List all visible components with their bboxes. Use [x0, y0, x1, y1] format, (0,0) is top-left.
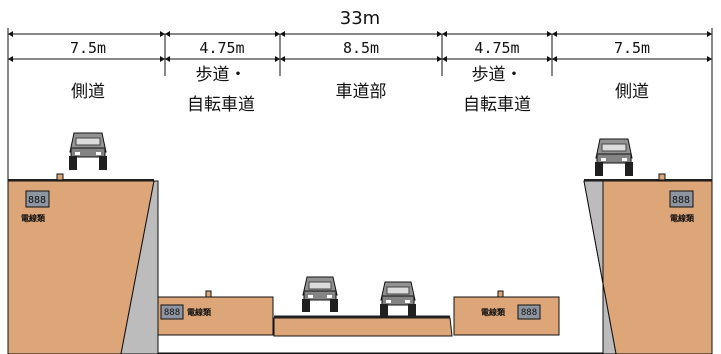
- utility-label-left-lower: 電線類: [187, 307, 212, 317]
- total-width-label: 33m: [340, 8, 380, 29]
- zone-label-side-road-right: 側道: [615, 82, 649, 102]
- right-lower-utility-duct: 888 電線類: [481, 304, 541, 320]
- arrowhead-left-4: [547, 31, 552, 62]
- section-width-label-3: 8.5m: [343, 39, 379, 57]
- car-center-left: [302, 276, 338, 312]
- car-right-top: [595, 138, 633, 176]
- utility-duct-box: [669, 190, 694, 208]
- zone-label-bicycle-lane-right: 自転車道: [463, 95, 531, 115]
- zone-label-sidewalk-left: 歩道・: [196, 65, 247, 85]
- left-lower-curb-stone: [205, 290, 212, 298]
- arrowhead-right-3: [442, 31, 447, 62]
- arrowhead-right-2: [280, 31, 285, 62]
- utility-duct-symbol: 888: [28, 195, 46, 206]
- arrowhead-right-4: [552, 31, 557, 62]
- arrowhead-right-1: [165, 31, 170, 62]
- arrowhead-left-2: [275, 31, 280, 62]
- section-width-label-2: 4.75m: [199, 39, 244, 57]
- utility-duct-symbol: 888: [164, 308, 180, 318]
- arrowhead-left-1: [160, 31, 165, 62]
- left-top-curb-stone: [56, 173, 64, 181]
- left-lower-utility-duct: 888 電線類: [160, 304, 212, 320]
- zone-label-roadway: 車道部: [336, 82, 387, 102]
- section-width-label-4: 4.75m: [474, 39, 519, 57]
- zone-label-side-road-left: 側道: [71, 82, 105, 102]
- utility-label-left-top: 電線類: [21, 213, 46, 223]
- car-left-top: [69, 132, 107, 170]
- utility-duct-box: [160, 304, 184, 320]
- dimension-lines: [7, 28, 713, 352]
- concrete-retaining-structure: [120, 180, 617, 354]
- left-top-utility-duct: 888 電線類: [21, 190, 50, 223]
- right-top-utility-duct: 888 電線類: [669, 190, 695, 223]
- zone-label-bicycle-lane-left: 自転車道: [187, 95, 255, 115]
- utility-duct-box: [517, 304, 541, 320]
- right-top-curb-stone: [658, 173, 666, 181]
- section-width-label-5: 7.5m: [614, 39, 650, 57]
- left-lower-sidewalk-block: [157, 296, 274, 336]
- zone-label-sidewalk-right: 歩道・: [472, 65, 523, 85]
- utility-label-right-lower: 電線類: [481, 307, 506, 317]
- utility-duct-symbol: 888: [672, 195, 690, 206]
- utility-duct-box: [25, 190, 50, 208]
- cross-section-structure: 888 電線類 888 電線類 888 電線類 888 電線類: [7, 173, 713, 354]
- utility-duct-symbol: 888: [521, 308, 537, 318]
- depressed-road-deck: [273, 317, 453, 337]
- arrowhead-left-3: [437, 31, 442, 62]
- section-width-label-1: 7.5m: [70, 39, 106, 57]
- right-lower-curb-stone: [497, 290, 504, 298]
- right-lower-sidewalk-block: [453, 296, 560, 336]
- car-center-right: [380, 281, 416, 317]
- utility-label-right-top: 電線類: [670, 213, 695, 223]
